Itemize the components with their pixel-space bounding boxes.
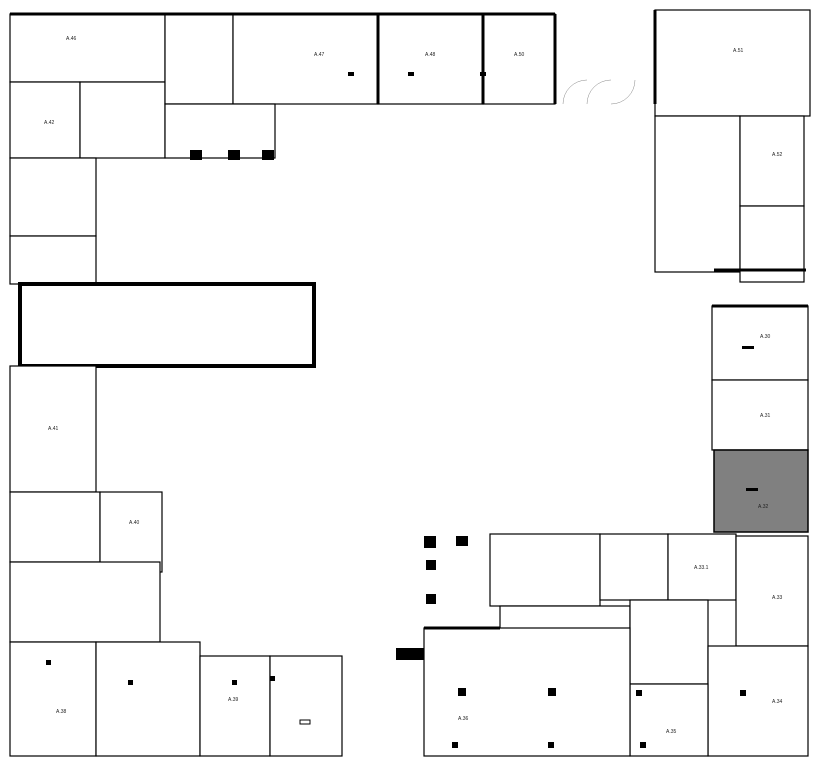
column xyxy=(128,680,133,685)
unit-a46-label: A.46 xyxy=(66,36,77,42)
unit-a48-room[interactable] xyxy=(377,13,484,105)
unit-a331-room[interactable] xyxy=(667,533,737,601)
shop-bottom-right xyxy=(489,533,601,607)
unit-a41-label: A.41 xyxy=(48,426,59,432)
unit-a35-label: A.35 xyxy=(666,729,677,735)
unit-a30-label: A.30 xyxy=(760,334,771,340)
bottom-right-wing xyxy=(396,533,809,757)
unit-a32-label: A.32 xyxy=(758,504,769,510)
column xyxy=(270,676,275,681)
unit-a32-room-highlighted[interactable] xyxy=(713,449,809,533)
service-core-bottom-left xyxy=(9,561,161,643)
unit-a42-label: A.42 xyxy=(44,120,55,126)
entrance-doors-icon xyxy=(562,79,636,105)
column xyxy=(348,72,354,76)
column xyxy=(746,488,758,491)
fixture xyxy=(299,719,311,725)
column xyxy=(424,536,436,548)
column xyxy=(636,690,642,696)
column xyxy=(548,688,556,696)
unit-a31-room[interactable] xyxy=(711,379,809,451)
corridor-top xyxy=(164,103,276,159)
column xyxy=(548,742,554,748)
corridor-left xyxy=(9,491,101,563)
unit-a39-label: A.39 xyxy=(228,697,239,703)
unit-a52-room[interactable] xyxy=(739,115,805,207)
unit-a33-label: A.33 xyxy=(772,595,783,601)
unit-a48-label: A.48 xyxy=(425,52,436,58)
unit-a50-room[interactable] xyxy=(482,13,556,105)
unit-a34-label: A.34 xyxy=(772,699,783,705)
unit-a47-label: A.47 xyxy=(314,52,325,58)
stair-left xyxy=(9,235,97,285)
column xyxy=(456,536,468,546)
right-top-wing xyxy=(653,9,811,283)
column xyxy=(742,346,754,349)
column xyxy=(46,660,51,665)
unit-a36-room[interactable] xyxy=(423,627,631,757)
column xyxy=(740,690,746,696)
unit-a42-room[interactable] xyxy=(9,81,81,159)
unit-a34-room[interactable] xyxy=(707,645,809,757)
unit-a36-label: A.36 xyxy=(458,716,469,722)
atrium-passage xyxy=(18,282,316,368)
unit-a39-room[interactable] xyxy=(199,655,271,757)
unit-labels: A.46 A.47 A.48 A.50 A.51 A.52 A.42 A.41 … xyxy=(44,36,783,735)
stair-block xyxy=(396,648,424,660)
column xyxy=(458,688,466,696)
unit-a40-label: A.40 xyxy=(129,520,140,526)
right-middle-wing xyxy=(711,304,809,533)
corridor-bottom-right xyxy=(629,599,709,685)
unit-a33-room[interactable] xyxy=(735,535,809,647)
column xyxy=(640,742,646,748)
unit-a40-room[interactable] xyxy=(99,491,163,573)
unit-a52-label: A.52 xyxy=(772,152,783,158)
unit-a51-label: A.51 xyxy=(733,48,744,54)
unit-a30-room[interactable] xyxy=(711,305,809,381)
service-core-top-right xyxy=(654,115,741,273)
column xyxy=(190,150,202,160)
top-left-wing xyxy=(9,12,636,160)
unit-a31-label: A.31 xyxy=(760,413,771,419)
column xyxy=(426,560,436,570)
column xyxy=(228,150,240,160)
unit-a51-room[interactable] xyxy=(654,9,811,117)
column xyxy=(452,742,458,748)
left-wing xyxy=(9,157,316,643)
service-core-top-left xyxy=(79,81,166,159)
column xyxy=(408,72,414,76)
column xyxy=(480,72,486,76)
unit-a38-annex xyxy=(95,641,201,757)
lobby-bottom-right xyxy=(599,533,669,601)
storage-left xyxy=(9,157,97,237)
bottom-left-wing xyxy=(9,641,343,757)
column xyxy=(232,680,237,685)
unit-a38-label: A.38 xyxy=(56,709,67,715)
unit-a46-room[interactable] xyxy=(9,13,166,83)
unit-a331-label: A.33.1 xyxy=(694,565,709,571)
unit-a39-annex xyxy=(269,655,343,757)
column xyxy=(262,150,274,160)
unit-a47-room[interactable] xyxy=(232,13,379,105)
lobby-top-left xyxy=(164,13,234,105)
unit-a50-label: A.50 xyxy=(514,52,525,58)
column xyxy=(426,594,436,604)
unit-a38-room[interactable] xyxy=(9,641,97,757)
